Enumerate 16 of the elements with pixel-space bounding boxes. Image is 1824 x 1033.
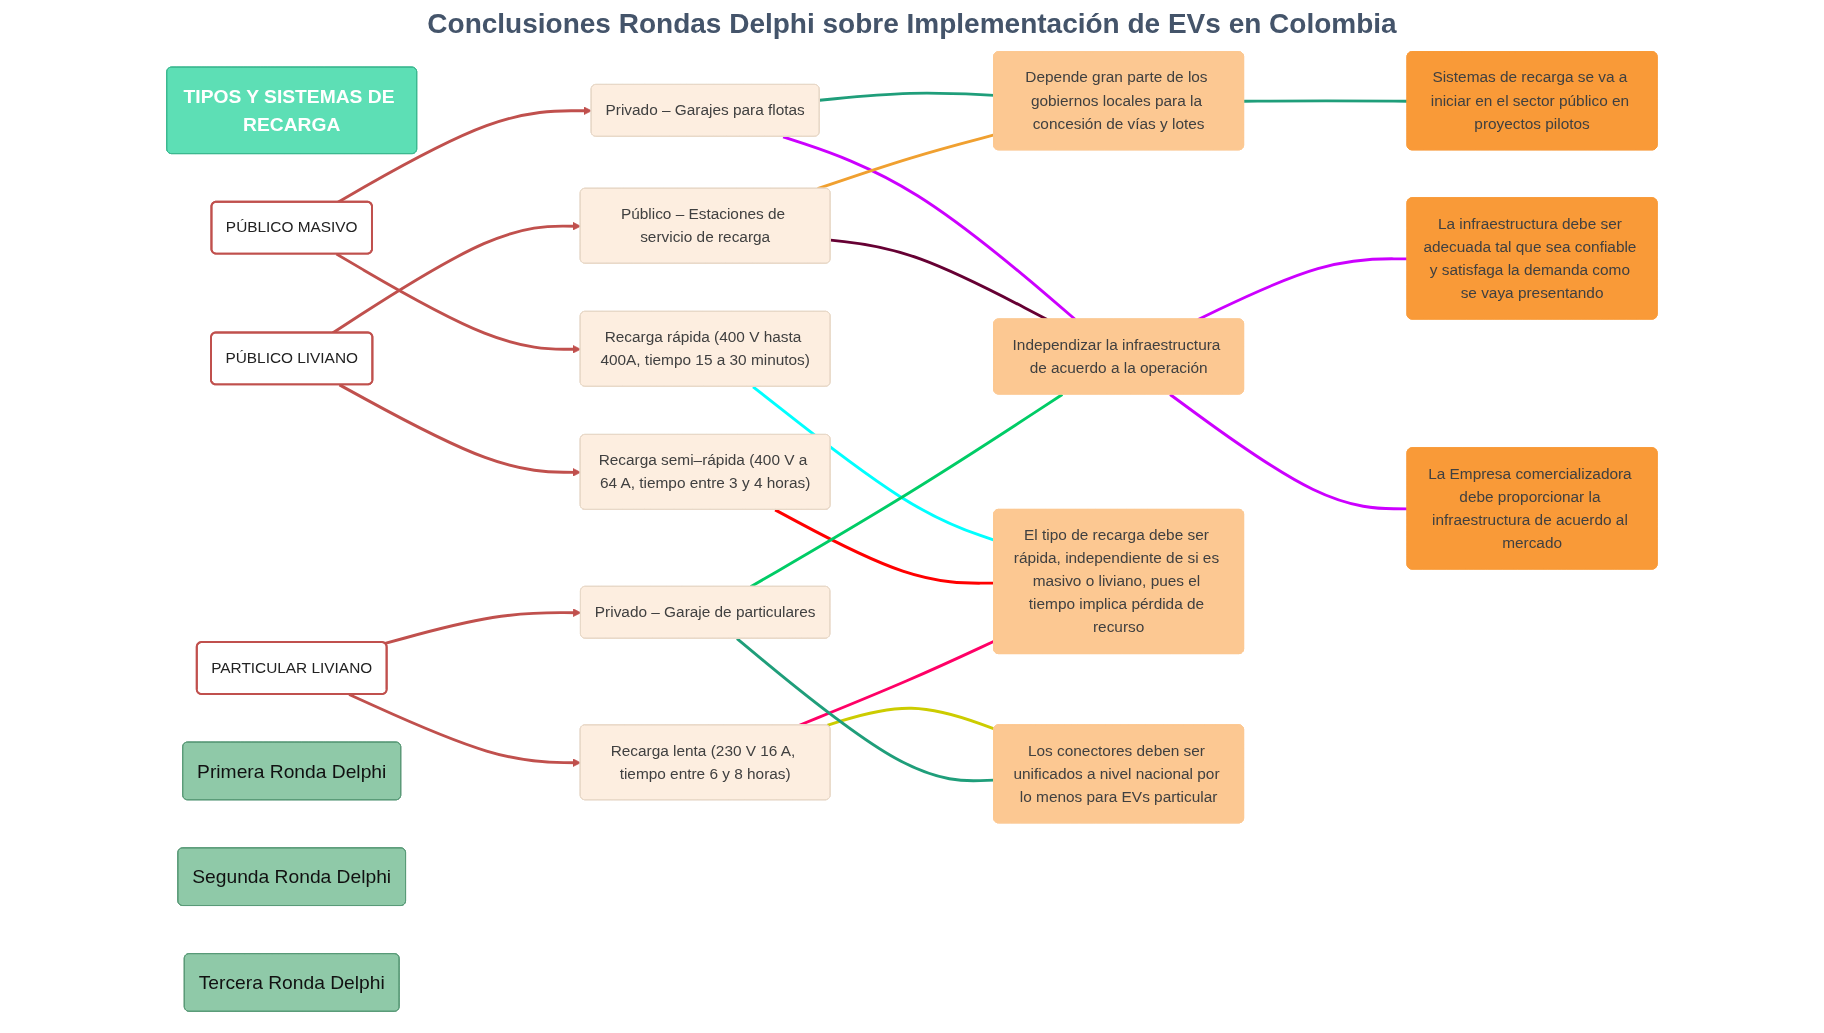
connector bbox=[830, 238, 1048, 321]
connector bbox=[774, 508, 995, 585]
connector bbox=[817, 133, 995, 191]
arrow bbox=[384, 608, 582, 645]
connector bbox=[819, 91, 995, 102]
connector bbox=[826, 706, 995, 731]
arrow bbox=[338, 383, 582, 477]
arrow bbox=[335, 252, 582, 354]
connector bbox=[1169, 393, 1408, 511]
connector bbox=[1197, 257, 1408, 321]
connector bbox=[736, 637, 995, 783]
diagram-title: Conclusiones Rondas Delphi sobre Implementación de EVs en Colombia bbox=[426, 8, 1398, 40]
connector bbox=[782, 135, 1077, 321]
arrow bbox=[348, 693, 582, 767]
connector bbox=[752, 385, 995, 542]
connector bbox=[1244, 99, 1408, 103]
